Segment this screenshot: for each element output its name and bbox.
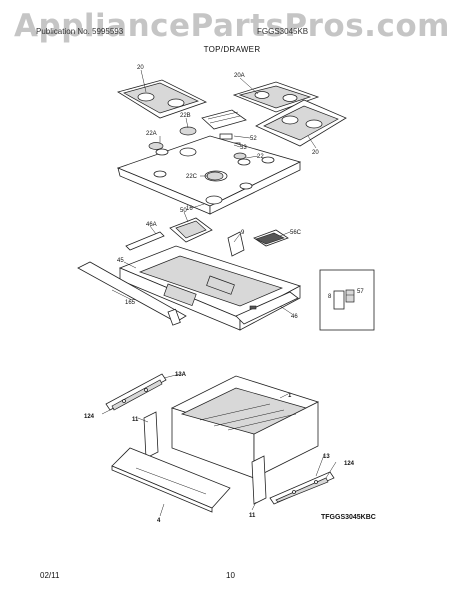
callout-13a: 13A	[175, 372, 187, 378]
callout-8: 8	[328, 294, 332, 300]
callout-53: 53	[240, 145, 247, 151]
callout-50: 50	[180, 208, 187, 214]
callout-13: 13	[323, 454, 330, 460]
callout-56c: 56C	[290, 230, 302, 236]
callout-1: 1	[288, 393, 292, 399]
side-rail-165[interactable]	[77, 261, 187, 326]
callout-22a: 22A	[146, 131, 157, 137]
callout-22c: 22C	[186, 174, 198, 180]
callout-22b: 22B	[180, 113, 191, 119]
trim-46[interactable]	[235, 291, 299, 325]
burner-box-45[interactable]	[118, 245, 302, 331]
cooktop-main-top[interactable]	[116, 135, 302, 215]
site-watermark: AppliancePartsPros.com	[14, 8, 450, 44]
callout-20a: 20A	[234, 73, 245, 79]
callout-46: 46	[291, 314, 298, 320]
callout-124-left: 124	[84, 414, 95, 420]
callout-165: 165	[125, 300, 136, 306]
bracket-11-left[interactable]	[143, 411, 159, 459]
bracket-11-right[interactable]	[251, 455, 267, 505]
callout-4: 4	[157, 518, 161, 524]
footer-date: 02/11	[40, 571, 60, 580]
footer-page-number: 10	[226, 571, 235, 580]
callout-11-left: 11	[132, 417, 139, 423]
burner-support-50[interactable]	[169, 217, 213, 243]
model-number: FGGS3045KB	[257, 27, 309, 36]
callout-46a: 46A	[146, 222, 157, 228]
bracket-9[interactable]	[227, 231, 245, 257]
drawer-body[interactable]	[170, 375, 320, 479]
section-title: TOP/DRAWER	[203, 45, 261, 54]
figure-code: TFGGS3045KBC	[321, 514, 376, 521]
callout-22: 22	[257, 154, 264, 160]
leader-lines	[101, 69, 337, 517]
inset-detail-box	[319, 269, 375, 331]
callout-9: 9	[241, 230, 245, 236]
part-56c[interactable]	[253, 229, 289, 247]
griddle-part[interactable]	[201, 109, 247, 130]
drawer-slide-13a[interactable]	[105, 373, 167, 411]
grate-right[interactable]	[255, 99, 347, 147]
callout-11-right: 11	[249, 513, 256, 519]
trim-46a[interactable]	[125, 231, 165, 251]
drawer-slide-13[interactable]	[269, 471, 335, 505]
callout-52: 52	[250, 136, 257, 142]
callout-16: 16	[186, 206, 193, 212]
callouts-top: 20 20A 20 22B 52 53 22A 22 22C 16 50 46A…	[117, 65, 364, 320]
callout-57: 57	[357, 289, 364, 295]
callouts-drawer: 13A 1 124 11 13 124 4 11	[84, 372, 355, 524]
callout-20-left: 20	[137, 65, 144, 71]
callout-20-right: 20	[312, 150, 319, 156]
callout-45: 45	[117, 258, 124, 264]
drawer-front-4[interactable]	[111, 447, 231, 513]
grate-left[interactable]	[117, 79, 208, 119]
callout-124-right: 124	[344, 461, 355, 467]
publication-number: Publication No. 5995593	[36, 27, 124, 36]
